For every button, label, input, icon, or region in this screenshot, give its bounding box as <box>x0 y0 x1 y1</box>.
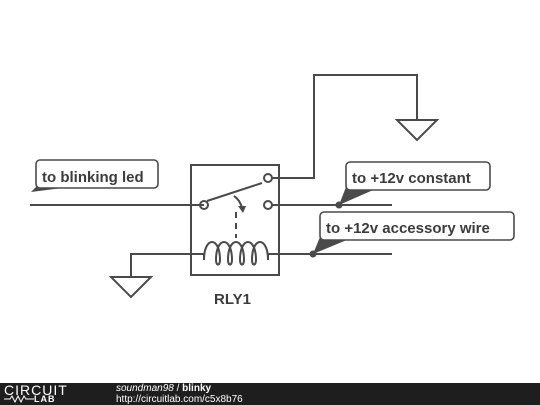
ground-symbol-bottom <box>108 276 154 299</box>
relay-body <box>190 164 280 276</box>
relay-coil <box>203 241 269 266</box>
label-box <box>35 159 159 189</box>
resistor-squiggle-icon <box>4 395 34 403</box>
wire-to-ground-bottom <box>130 253 191 277</box>
author-username[interactable]: soundman98 <box>116 383 174 394</box>
switch-no-contact <box>263 200 273 210</box>
component-label-rly1: RLY1 <box>214 291 251 308</box>
coil-lead-left <box>191 253 205 260</box>
switch-common-contact <box>199 200 209 210</box>
switch-nc-contact <box>263 173 273 183</box>
circuit-url-link[interactable]: http://circuitlab.com/c5x8b76 <box>116 394 243 405</box>
label-blinking-led-text: to blinking led <box>42 169 144 186</box>
switch-arrowhead <box>238 206 246 213</box>
switch-arm <box>206 182 263 202</box>
logo-text-lab: LAB <box>34 394 56 404</box>
label-box <box>345 161 491 191</box>
ground-symbol-top <box>394 119 440 142</box>
net-label-blinking-led: to blinking led <box>31 159 159 192</box>
footer-bar: CIRCUIT LAB soundman98 / blinky http://c… <box>0 382 540 405</box>
net-label-12v-constant: to +12v constant <box>335 161 491 209</box>
coil-lead-right <box>267 253 279 260</box>
credit-separator: / <box>173 383 183 394</box>
circuitlab-logo: CIRCUIT LAB <box>4 382 100 405</box>
label-12v-accessory-text: to +12v accessory wire <box>326 220 490 237</box>
label-box <box>319 211 515 241</box>
label-tail <box>339 187 380 205</box>
label-12v-constant-text: to +12v constant <box>352 170 471 187</box>
circuit-schematic: to blinking led to +12v constant to +12v… <box>30 74 515 308</box>
net-label-12v-accessory: to +12v accessory wire <box>309 211 515 258</box>
logo-text-circuit: CIRCUIT <box>4 382 68 398</box>
label-tail <box>313 237 354 254</box>
circuit-title[interactable]: blinky <box>182 383 212 394</box>
circuit-credit: soundman98 / blinky http://circuitlab.co… <box>116 384 243 405</box>
wire-to-ground-top <box>272 74 418 179</box>
